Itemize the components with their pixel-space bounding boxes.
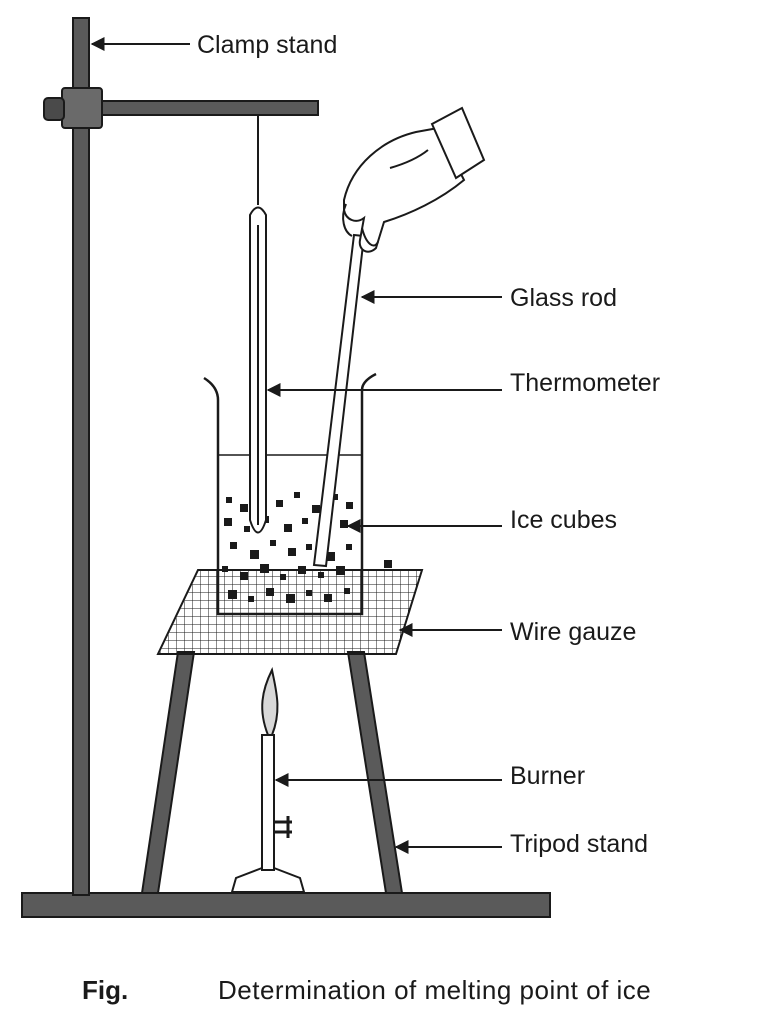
caption-prefix: Fig. <box>82 975 128 1005</box>
label-tripod-stand: Tripod stand <box>510 830 648 858</box>
tripod-leg-right <box>346 651 404 894</box>
clamp-arm <box>88 100 319 116</box>
label-burner: Burner <box>510 762 585 790</box>
hand-icon <box>342 106 486 253</box>
label-wire-gauze: Wire gauze <box>510 618 636 646</box>
wire-gauze <box>156 569 424 655</box>
burner <box>230 666 306 893</box>
glass-rod <box>312 233 366 568</box>
flame-icon <box>261 666 279 736</box>
thermometer <box>249 206 267 534</box>
base-plate <box>21 892 551 918</box>
label-clamp-stand: Clamp stand <box>197 31 337 59</box>
label-ice-cubes: Ice cubes <box>510 506 617 534</box>
caption-text: Determination of melting point of ice <box>218 975 651 1005</box>
clamp-screw <box>43 97 65 121</box>
tripod-leg-left <box>140 651 196 894</box>
label-thermometer: Thermometer <box>510 369 660 397</box>
clamp-boss <box>61 87 103 129</box>
clamp-stand-rod <box>72 17 90 896</box>
label-glass-rod: Glass rod <box>510 284 617 312</box>
